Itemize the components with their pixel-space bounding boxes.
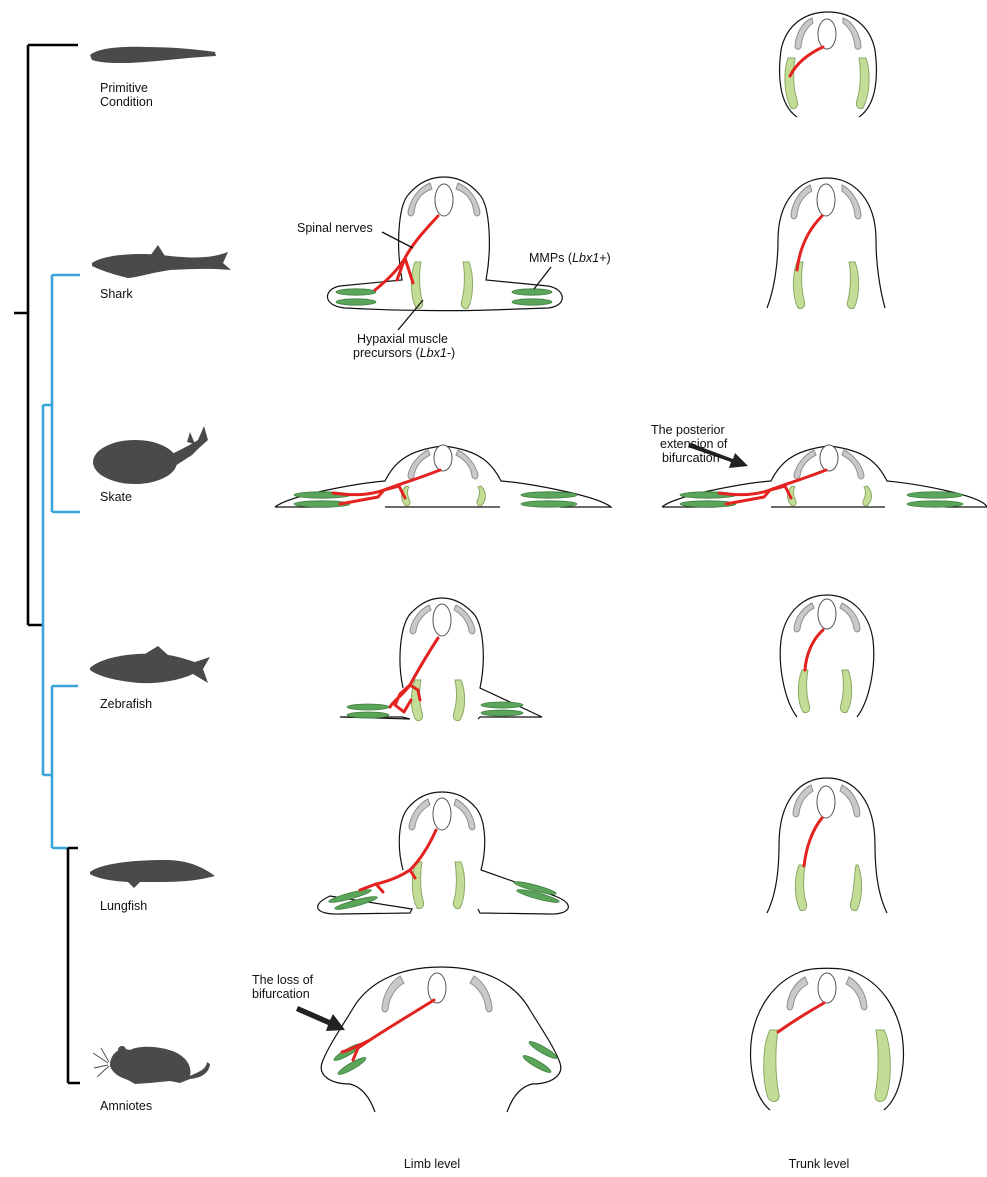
species-label-amniotes: Amniotes	[100, 1099, 152, 1113]
cross-section-lungfish-limb	[318, 792, 569, 914]
cross-section-primitive-trunk	[780, 12, 877, 117]
hypaxial-label-line2: precursors (Lbx1-)	[353, 346, 455, 360]
phylogenetic-tree	[14, 45, 80, 1083]
posterior-extension-label-line3: bifurcation	[662, 451, 720, 465]
shark-silhouette-icon	[92, 245, 231, 278]
cross-section-skate-limb	[275, 445, 611, 507]
loss-label-line1: The loss of	[252, 973, 314, 987]
hypaxial-leader	[398, 300, 423, 330]
skate-silhouette-icon	[93, 426, 208, 484]
lungfish-silhouette-icon	[90, 860, 215, 888]
cross-section-zebrafish-limb	[340, 598, 542, 721]
cross-section-lungfish-trunk	[767, 778, 887, 913]
hypaxial-label-line1: Hypaxial muscle	[357, 332, 448, 346]
species-label-zebrafish: Zebrafish	[100, 697, 152, 711]
species-label-lungfish: Lungfish	[100, 899, 147, 913]
species-label-shark: Shark	[100, 287, 133, 301]
spinal-nerves-leader	[382, 232, 413, 248]
mouse-silhouette-icon	[93, 1046, 210, 1084]
zebrafish-silhouette-icon	[90, 646, 210, 683]
cross-section-shark-trunk	[767, 178, 885, 309]
cross-section-amniote-trunk	[751, 968, 904, 1110]
species-label-primitive-line1: Primitive	[100, 81, 148, 95]
posterior-extension-label-line2: extension of	[660, 437, 728, 451]
cross-section-shark-limb	[327, 177, 562, 311]
lamprey-silhouette-icon	[90, 47, 216, 63]
species-label-skate: Skate	[100, 490, 132, 504]
cross-section-zebrafish-trunk	[780, 595, 874, 717]
loss-of-bifurcation-arrow-icon	[296, 1006, 345, 1031]
cross-section-amniote-limb	[321, 967, 561, 1112]
species-label-primitive-line2: Condition	[100, 95, 153, 109]
column-label-limb: Limb level	[404, 1157, 460, 1171]
loss-label-line2: bifurcation	[252, 987, 310, 1001]
mmps-label: MMPs (Lbx1+)	[529, 251, 611, 265]
column-label-trunk: Trunk level	[789, 1157, 850, 1171]
posterior-extension-label-line1: The posterior	[651, 423, 725, 437]
spinal-nerves-label: Spinal nerves	[297, 221, 373, 235]
